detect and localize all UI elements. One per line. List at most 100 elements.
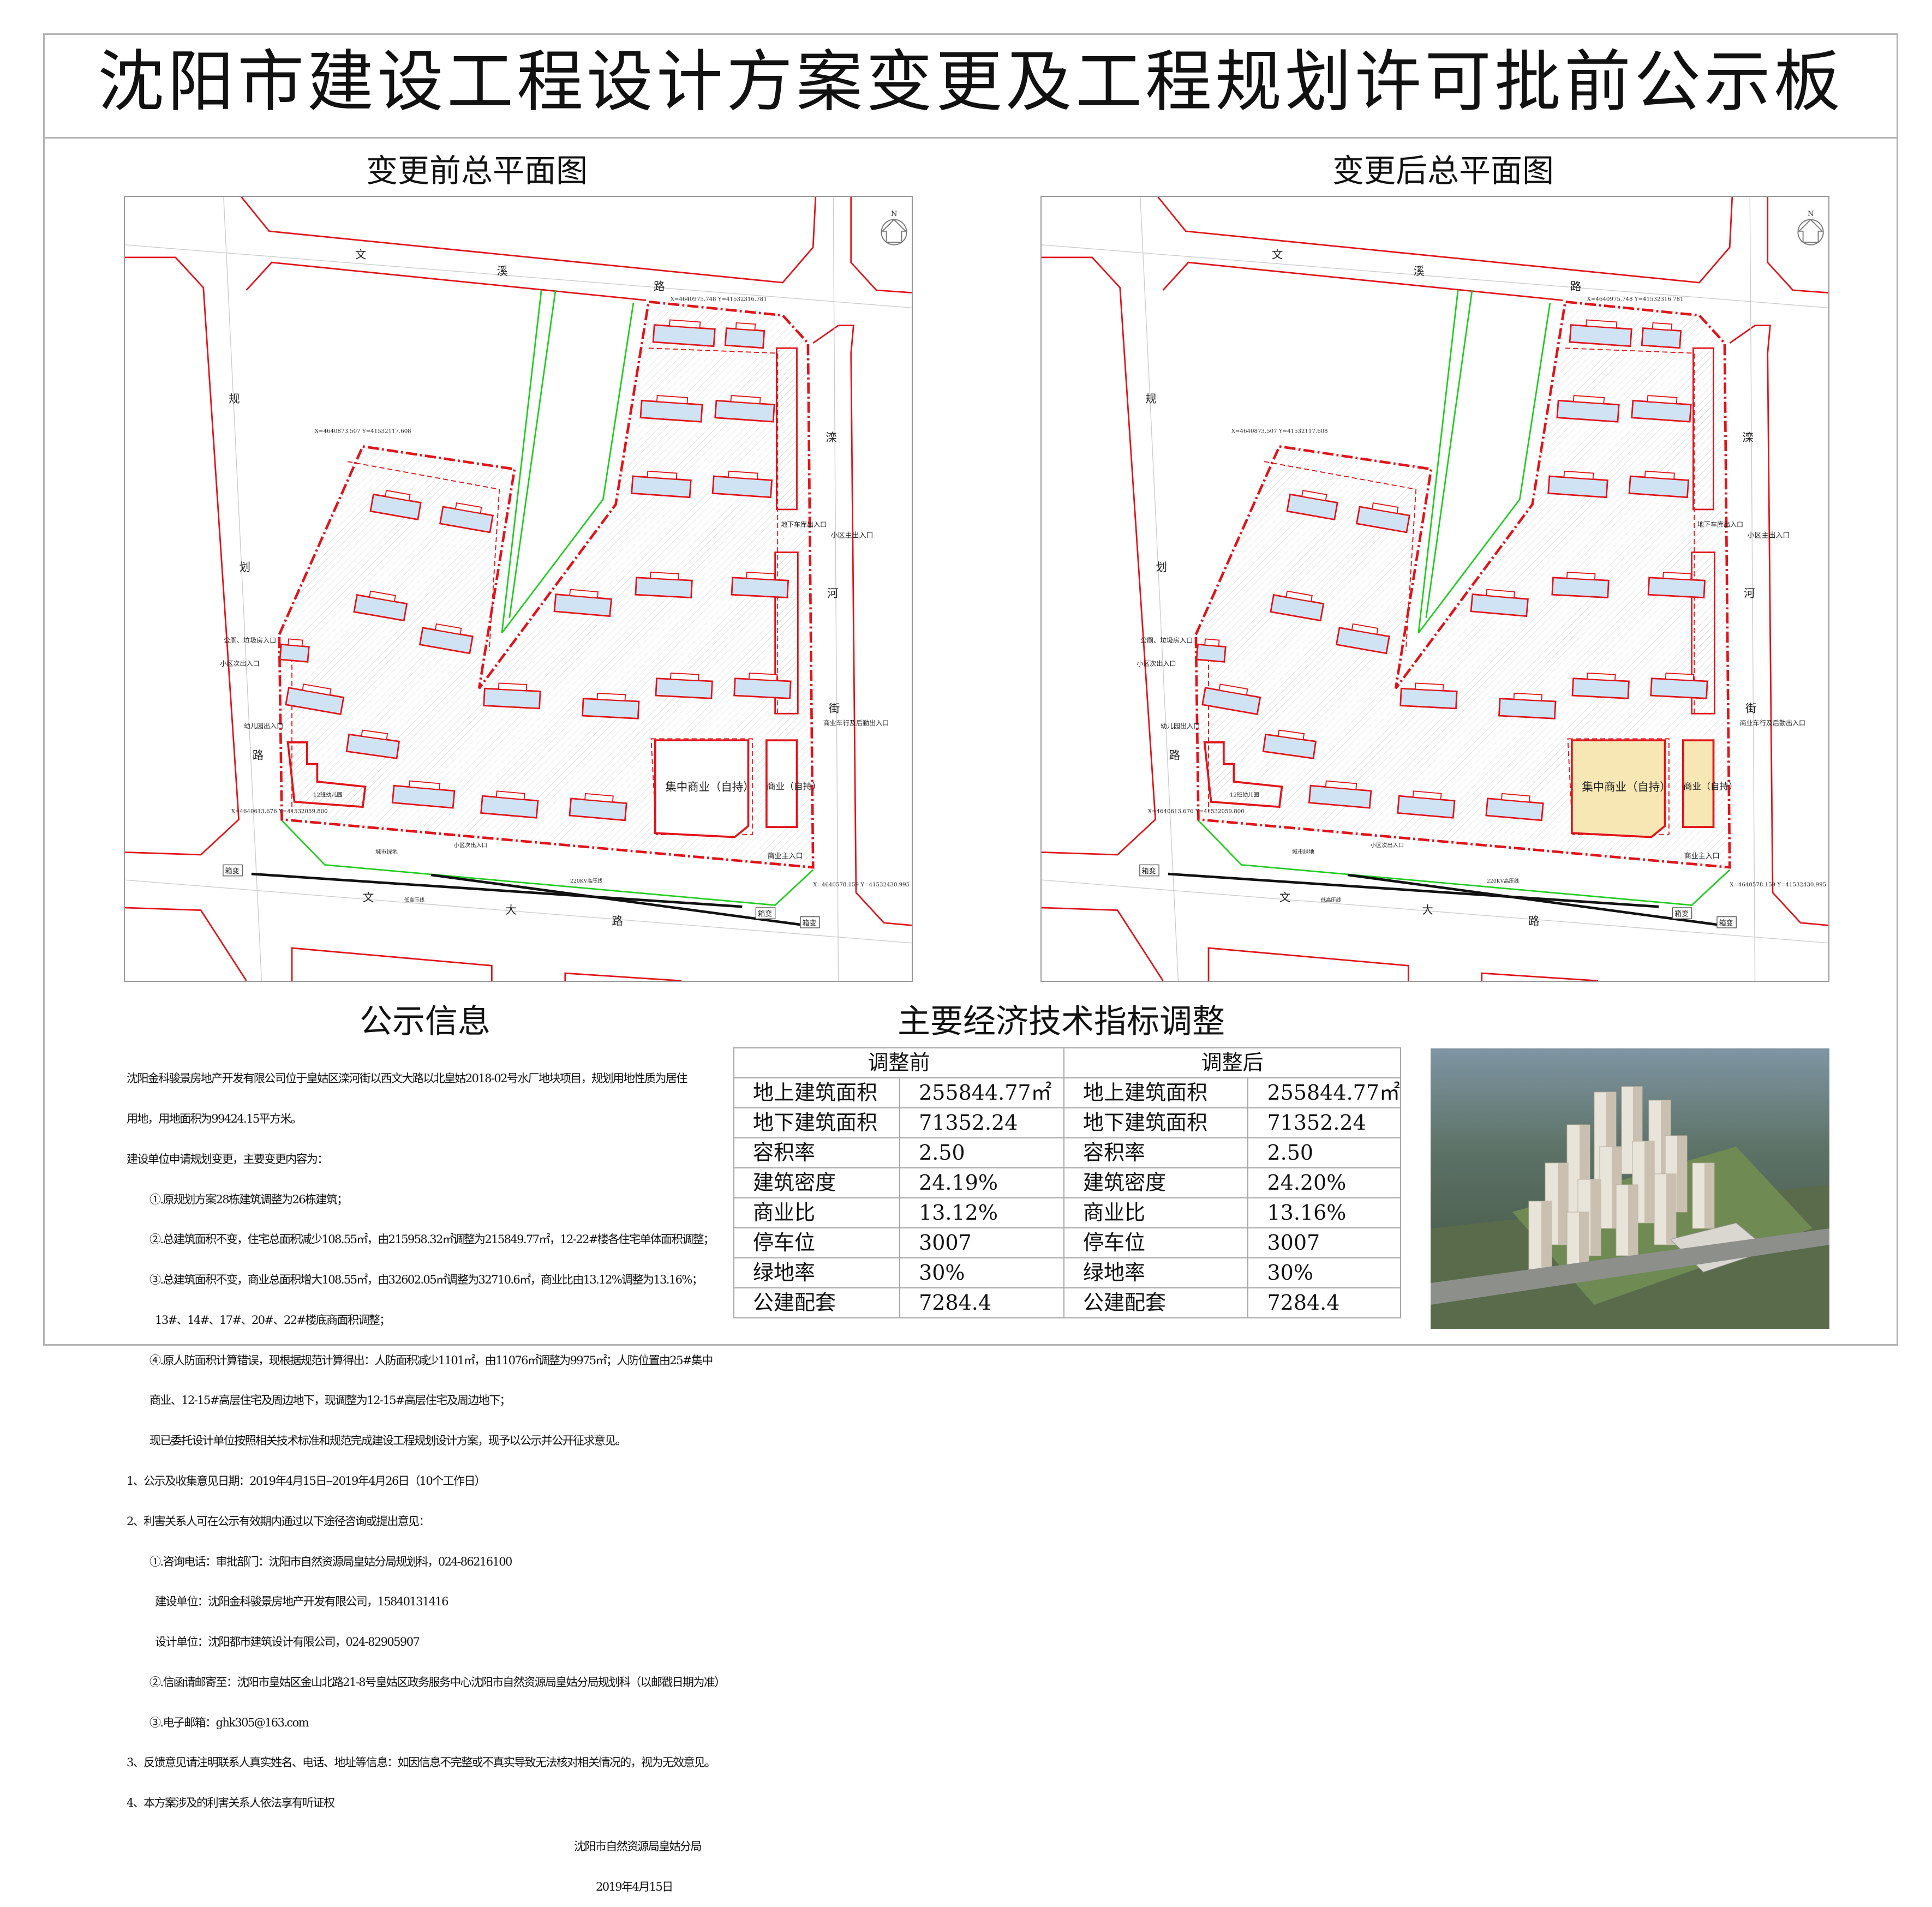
building-core [647,470,678,480]
road-centerline [1042,879,1828,944]
residential-building [1201,683,1261,716]
map-label-coord-1: X=4640975.748 Y=41532316.781 [671,296,767,302]
map-label-coord-2: X=4640578.159 Y=41532430.995 [1730,882,1826,888]
road-name-wenxi: 路 [654,280,665,293]
map-label-commercial-service-entrance: 商业车行及后勤出入口 [823,718,889,727]
title-divider [43,137,1898,139]
map-label-lv-line: 低高压线 [1321,897,1341,903]
map-label-commercial: 商业（自持） [767,781,821,791]
commercial-building [1682,739,1715,828]
notice-line: 商业、12-15#高层住宅及周边地下，现调整为12-15#高层住宅及周边地下； [149,1394,511,1407]
map-label-city-green: 城市绿地 [1292,848,1314,855]
green-belt [1417,290,1551,634]
after-value: 2.50 [1247,1137,1401,1168]
notice-line: ②.信函请邮寄至：沈阳市皇姑区金山北路21-8号皇姑区政务服务中心沈阳市自然资源… [149,1675,726,1689]
building-core [584,793,614,803]
residential-building [1571,672,1630,699]
high-voltage-line [251,872,743,908]
building-core [408,780,441,790]
road-name-wenxi: 路 [1570,280,1581,293]
building-footprint [1647,577,1706,598]
indicators-heading: 主要经济技术指标调整 [898,1003,1225,1041]
map-label-coord-3: X=4640613.676 Y=41532059.800 [1148,808,1245,814]
map-label-main-entrance: 小区主出入口 [831,532,874,540]
building-core [1414,682,1444,692]
building-core [735,322,756,331]
building-core [569,589,599,599]
notice-text: 沈阳金科骏景房地产开发有限公司位于皇姑区滦河街以西文大路以北皇姑2018-02号… [127,1045,727,1907]
notice-line: 建设单位：沈阳金科骏景房地产开发有限公司，15840131416 [149,1595,448,1609]
road-edge [1042,907,1164,981]
notice-date: 2019年4月15日 [596,1880,673,1893]
building-core [1652,322,1673,331]
building-footprint [1547,475,1608,499]
building-core [727,470,758,480]
building-footprint [733,677,792,699]
residential-building [1308,780,1372,809]
map-label-coord-4: X=4640873.507 Y=41532117.608 [315,429,411,435]
before-value: 3007 [899,1227,1065,1258]
building-core [1204,638,1220,647]
road-name-wenxi: 溪 [497,265,508,278]
rendering-tower-shade [1628,1185,1638,1256]
residential-building [652,319,716,347]
road-centerline [1749,197,1756,981]
indicator-label: 建筑密度 [733,1167,901,1198]
road-centerline [1140,197,1179,981]
transformer-box [755,907,776,920]
north-label: N [1808,210,1814,218]
transformer-box [223,864,243,877]
transformer-label: 箱变 [1719,919,1733,927]
map-label-kindergarten: 12班幼儿园 [313,791,343,799]
before-plan-heading: 变更前总平面图 [366,152,588,189]
residential-building [1470,589,1529,617]
residential-building [1650,672,1708,699]
residential-building [1551,572,1610,598]
notice-line: ①.原规划方案28栋建筑调整为26栋建筑； [149,1192,348,1206]
road-name-wenda: 路 [1528,914,1539,927]
notice-line: 用地，用地面积为99424.15平方米。 [127,1112,302,1125]
residential-building [418,623,474,655]
building-footprint [652,324,716,347]
notice-line: 13#、14#、17#、20#、22#楼底商面积调整； [149,1313,391,1327]
indicator-label: 绿地率 [1063,1257,1249,1288]
building-core [1486,589,1515,599]
residential-building [733,672,792,699]
residential-building [391,780,456,809]
transformer-box [1672,907,1692,920]
building-core [656,395,689,404]
building-footprint [483,687,541,710]
notice-line: ②.总建筑面积不变，住宅总面积减少108.55㎡，由215958.32㎡调整为2… [149,1233,715,1246]
indicator-label: 地下建筑面积 [1063,1107,1249,1138]
building-core [385,490,411,501]
building-core [669,319,701,329]
building-footprint [1569,324,1632,347]
before-value: 24.19% [899,1167,1065,1198]
high-voltage-line [430,873,806,927]
map-label-hv-line: 220KV高压线 [570,878,602,884]
transformer-box [1139,864,1159,877]
building-core [1285,590,1313,602]
transformer-label: 箱变 [803,919,817,927]
road-name-guihua: 划 [240,561,250,574]
road-edge [1162,261,1563,301]
map-label-coord-1: X=4640975.748 Y=41532316.781 [1587,296,1684,302]
building-core [1513,692,1543,701]
residential-building [569,793,627,821]
road-name-wenda: 路 [612,914,623,927]
after-plan-heading: 变更后总平面图 [1332,152,1554,189]
road-name-guihua: 划 [1156,561,1167,574]
map-label-commercial: 商业（自持） [1683,781,1738,791]
building-core [1277,729,1305,740]
table-header-row: 调整前 调整后 [733,1047,1401,1078]
indicator-label: 停车位 [1063,1227,1249,1258]
map-label-central-commercial: 集中商业（自持） [665,781,754,794]
commercial-building [765,739,798,828]
road-edge [838,325,912,926]
building-footprint [1650,677,1708,699]
residential-building [639,395,703,423]
road-edge [564,972,682,981]
building-footprint [1571,677,1630,699]
